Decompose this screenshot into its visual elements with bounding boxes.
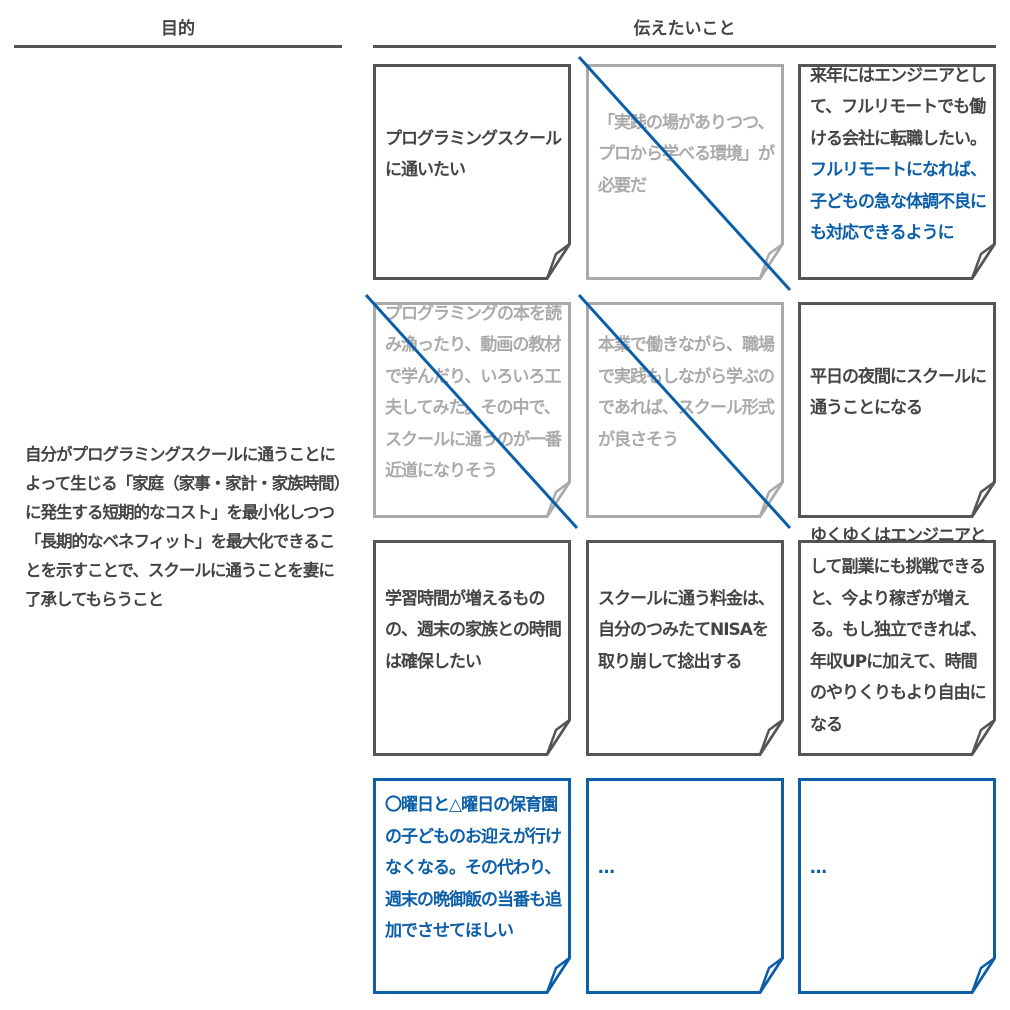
- page-curl-icon: [970, 718, 996, 756]
- note-frame: [586, 778, 784, 994]
- sticky-note: …: [586, 778, 784, 994]
- purpose-text: 自分がプログラミングスクールに通うことによって生じる「家庭（家事・家計・家族時間…: [25, 445, 342, 609]
- note-frame: [373, 778, 571, 994]
- note-text-segment: プログラミングスクールに通いたい: [385, 128, 562, 181]
- note-text-segment: 〇曜日と△曜日の保育園の子どものお迎えが行けなくなる。その代わり、週末の晩御飯の…: [385, 795, 562, 942]
- page-curl-icon: [970, 242, 996, 280]
- sticky-note: ゆくゆくはエンジニアとして副業にも挑戦できると、今より稼ぎが増える。もし独立でき…: [798, 526, 996, 756]
- note-text-segment: …: [810, 858, 827, 879]
- note-text-segment: …: [598, 858, 615, 879]
- note-text: 「実践の場がありつつ、プロから学べる環境」が必要だ: [598, 66, 775, 244]
- note-text-segment: 平日の夜間にスクールに通うことになる: [810, 366, 987, 419]
- note-text-segment: プログラミングの本を読み漁ったり、動画の教材で学んだり、いろいろ工夫してみた。そ…: [385, 303, 562, 482]
- note-text: 〇曜日と△曜日の保育園の子どものお迎えが行けなくなる。その代わり、週末の晩御飯の…: [385, 780, 562, 958]
- note-frame: [798, 778, 996, 994]
- note-text-segment: 来年にはエンジニアとして、フルリモートでも働ける会社に転職したい。: [810, 65, 987, 149]
- note-text: プログラミングの本を読み漁ったり、動画の教材で学んだり、いろいろ工夫してみた。そ…: [385, 303, 562, 482]
- sticky-note: プログラミングスクールに通いたい: [373, 64, 571, 280]
- page-curl-icon: [758, 718, 784, 756]
- note-frame: [798, 64, 996, 280]
- note-text-highlight: フルリモートになれば、子どもの急な体調不良にも対応できるように: [810, 160, 987, 243]
- sticky-note: 〇曜日と△曜日の保育園の子どものお迎えが行けなくなる。その代わり、週末の晩御飯の…: [373, 778, 571, 994]
- note-text-segment: スクールに通う料金は、自分のつみたてNISAを取り崩して捻出する: [598, 588, 775, 672]
- note-text: ゆくゆくはエンジニアとして副業にも挑戦できると、今より稼ぎが増える。もし独立でき…: [810, 526, 987, 735]
- page-curl-icon: [970, 480, 996, 518]
- note-text: スクールに通う料金は、自分のつみたてNISAを取り崩して捻出する: [598, 542, 775, 720]
- sticky-note: 本業で働きながら、職場で実践もしながら学ぶのであれば、スクール形式が良さそう: [586, 302, 784, 518]
- message-header: 伝えたいこと: [373, 14, 996, 48]
- note-text: 平日の夜間にスクールに通うことになる: [810, 304, 987, 482]
- note-text: 本業で働きながら、職場で実践もしながら学ぶのであれば、スクール形式が良さそう: [598, 304, 775, 482]
- sticky-note: 学習時間が増えるものの、週末の家族との時間は確保したい: [373, 540, 571, 756]
- sticky-note: 来年にはエンジニアとして、フルリモートでも働ける会社に転職したい。フルリモートに…: [798, 64, 996, 280]
- note-text: プログラミングスクールに通いたい: [385, 66, 562, 244]
- sticky-note: 「実践の場がありつつ、プロから学べる環境」が必要だ: [586, 64, 784, 280]
- page-curl-icon: [970, 956, 996, 994]
- sticky-note: プログラミングの本を読み漁ったり、動画の教材で学んだり、いろいろ工夫してみた。そ…: [373, 302, 571, 518]
- page-curl-icon: [545, 242, 571, 280]
- page-curl-icon: [545, 718, 571, 756]
- note-text-segment: ゆくゆくはエンジニアとして副業にも挑戦できると、今より稼ぎが増える。もし独立でき…: [810, 525, 987, 735]
- page-curl-icon: [545, 956, 571, 994]
- note-frame: [798, 302, 996, 518]
- note-frame: [373, 64, 571, 280]
- note-text-segment: 「実践の場がありつつ、プロから学べる環境」が必要だ: [598, 112, 775, 196]
- note-text: …: [810, 780, 986, 958]
- note-frame: [798, 540, 996, 756]
- page-curl-icon: [758, 956, 784, 994]
- note-text-segment: 学習時間が増えるものの、週末の家族との時間は確保したい: [385, 588, 562, 672]
- sticky-note: スクールに通う料金は、自分のつみたてNISAを取り崩して捻出する: [586, 540, 784, 756]
- purpose-header: 目的: [14, 14, 342, 48]
- note-text: 来年にはエンジニアとして、フルリモートでも働ける会社に転職したい。フルリモートに…: [810, 65, 987, 244]
- note-frame: [586, 540, 784, 756]
- note-frame: [373, 540, 571, 756]
- note-text: 学習時間が増えるものの、週末の家族との時間は確保したい: [385, 542, 562, 720]
- sticky-note: …: [798, 778, 996, 994]
- sticky-note: 平日の夜間にスクールに通うことになる: [798, 302, 996, 518]
- note-text: …: [598, 780, 774, 958]
- note-text-segment: 本業で働きながら、職場で実践もしながら学ぶのであれば、スクール形式が良さそう: [598, 335, 775, 450]
